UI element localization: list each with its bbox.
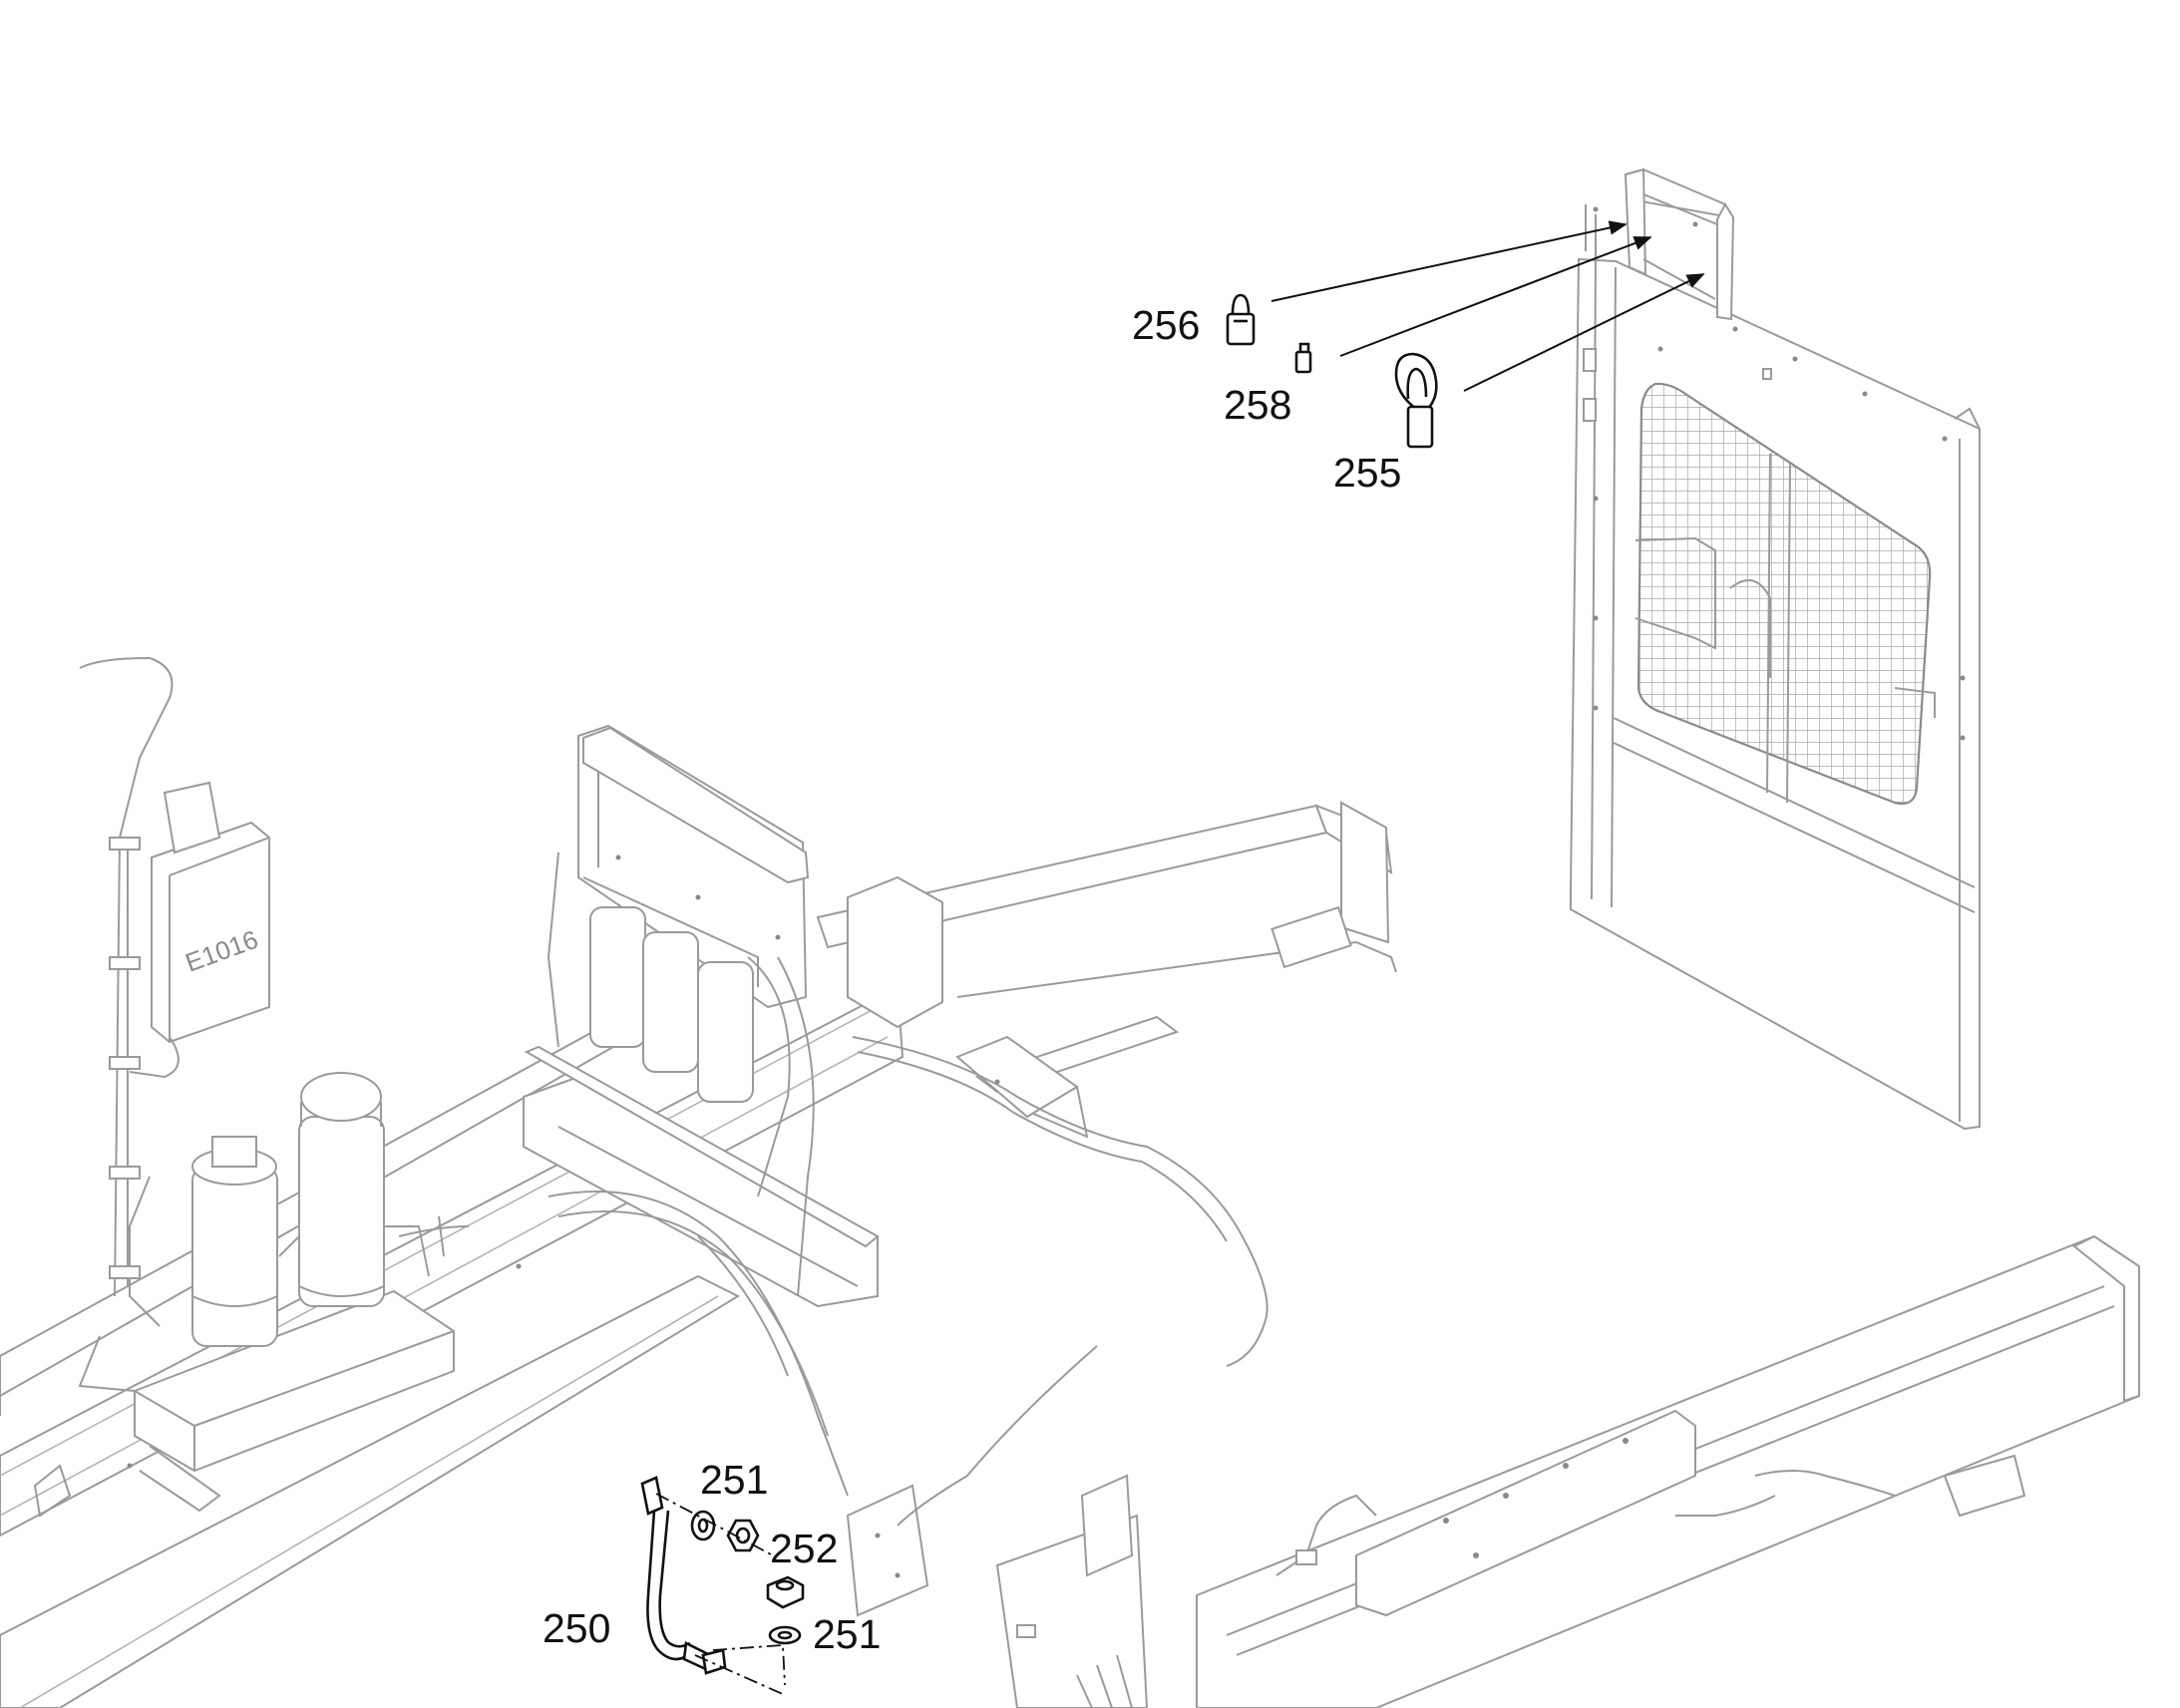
callout-250: 250: [543, 1605, 610, 1651]
filter-assembly: [78, 1072, 470, 1473]
electrical-module: E1016: [79, 656, 270, 1297]
part-250: [640, 1476, 727, 1675]
part-252-lower: [766, 1575, 805, 1609]
clip-icon: [1231, 293, 1251, 315]
loop-clip-icon: [1394, 352, 1438, 411]
part-251-upper: [690, 1510, 716, 1541]
part-255: [1394, 352, 1438, 449]
callout-258: 258: [1224, 382, 1291, 428]
part-252-upper: [726, 1519, 760, 1552]
filter-head-panel: [524, 726, 880, 1497]
callout-251-lower: 251: [813, 1611, 881, 1657]
radiator-panel: [1570, 168, 1981, 1131]
wire-harness: [852, 1036, 1896, 1638]
part-251-lower: [768, 1625, 802, 1645]
callout-251-upper: 251: [700, 1457, 768, 1503]
part-258: [1294, 342, 1312, 374]
callout-256: 256: [1132, 302, 1200, 348]
part-256: [1226, 293, 1256, 346]
center-housing: [523, 724, 1079, 1308]
chassis-frame-right: [846, 1234, 2140, 1708]
callout-252: 252: [770, 1526, 838, 1571]
callout-255: 255: [1333, 450, 1401, 496]
